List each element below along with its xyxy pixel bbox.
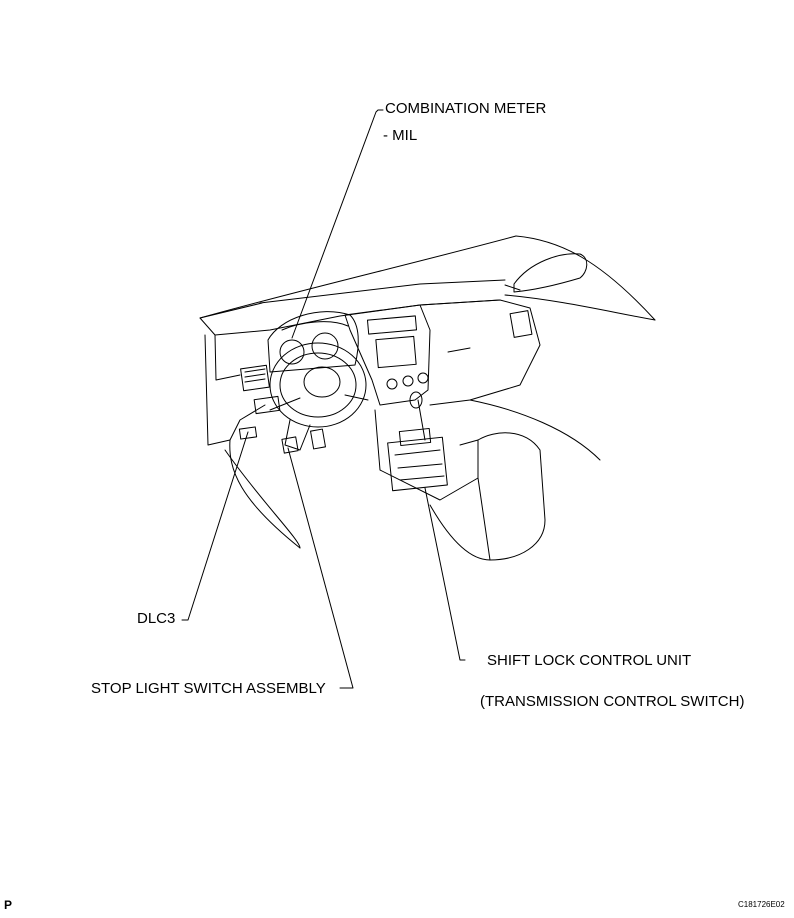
door-line: [504, 294, 656, 321]
steering-wheel: [269, 342, 367, 428]
leader-stop-light-switch: [287, 447, 354, 689]
windshield-outline: [199, 235, 517, 319]
label-stop-light-switch: STOP LIGHT SWITCH ASSEMBLY: [91, 680, 326, 697]
leader-shift-lock: [424, 487, 466, 661]
dashboard-top-rear: [259, 279, 506, 304]
shift-lever: [417, 399, 426, 441]
dash-left-side: [204, 334, 266, 446]
right-vent: [509, 310, 533, 338]
left-vent: [240, 364, 270, 392]
mirror-stem: [504, 284, 521, 291]
passenger-dash: [419, 299, 541, 406]
page-letter: P: [4, 898, 13, 912]
roof-line: [515, 235, 656, 321]
figure-code: C181726E02: [738, 900, 785, 909]
label-dlc3: DLC3: [137, 610, 176, 627]
outside-mirror: [513, 253, 588, 293]
dlc3-connector: [238, 426, 258, 440]
label-mil: - MIL: [383, 127, 418, 144]
combination-meter: [267, 311, 359, 373]
brake-pedal: [281, 436, 299, 454]
label-shift-lock-control-unit: SHIFT LOCK CONTROL UNIT: [487, 652, 692, 669]
center-stack: [344, 304, 431, 406]
display-screen: [375, 335, 417, 369]
center-console: [374, 409, 479, 501]
label-combination-meter: COMBINATION METER: [385, 100, 547, 117]
leader-dlc3: [181, 431, 249, 621]
label-transmission-control-switch: (TRANSMISSION CONTROL SWITCH): [480, 693, 745, 710]
shift-lock-control-unit: [387, 436, 448, 492]
leader-combination-meter: [291, 109, 384, 339]
